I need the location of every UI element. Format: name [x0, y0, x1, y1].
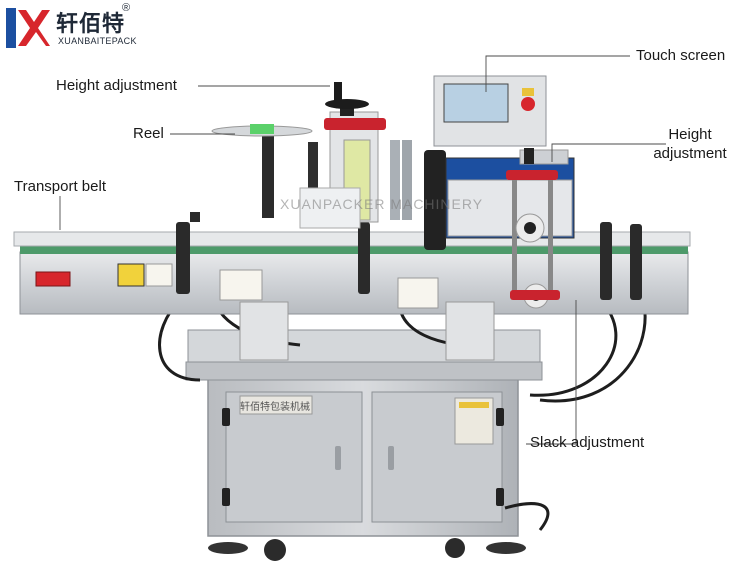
brand-name-cn: 轩佰特 — [56, 11, 126, 36]
conveyor — [13, 231, 691, 315]
callout-touch-screen: Touch screen — [636, 47, 726, 64]
registered-mark: ® — [122, 2, 131, 14]
machine-plate-text: 轩佰特包装机械 — [240, 402, 310, 413]
callout-height-adjustment-left: Height adjustment — [56, 77, 177, 94]
height-adjustment-assembly — [506, 148, 560, 309]
callout-transport-belt: Transport belt — [14, 178, 106, 195]
callout-leader-lines — [59, 55, 666, 445]
brand-logo: 轩佰特 ® XUANBAITEPACK — [0, 0, 150, 56]
casters — [208, 538, 526, 561]
callout-height-adjustment-right: Height adjustment — [634, 126, 746, 164]
callout-height-adjustment-right-line1: Height — [668, 126, 712, 143]
guide-rail-posts — [176, 210, 642, 300]
cabinet — [207, 377, 519, 537]
brand-name-en: XUANBAITEPACK — [58, 36, 137, 46]
labeling-head — [211, 82, 446, 250]
callout-height-adjustment-right-line2: adjustment — [653, 144, 727, 162]
callout-reel: Reel — [133, 125, 164, 142]
machine-watermark: XUANPACKER MACHINERY — [280, 196, 484, 212]
brand-logo-mark-icon — [6, 8, 50, 48]
callout-slack-adjustment: Slack adjustment — [530, 434, 645, 451]
